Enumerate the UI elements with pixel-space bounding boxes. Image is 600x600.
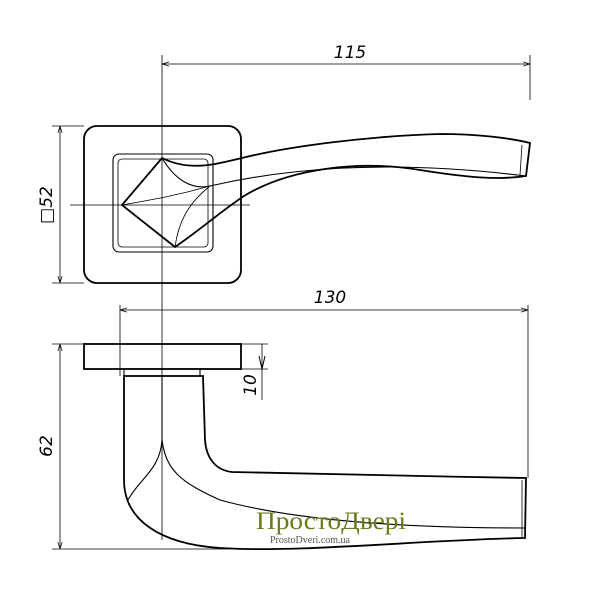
rosette-inner (112, 153, 214, 253)
dim-130-label: 130 (314, 288, 346, 308)
rosette-outer (83, 125, 242, 284)
lever-top-ridge (161, 157, 527, 188)
watermark-url: ProstoDveri.com.ua (270, 535, 351, 546)
rosette-side (83, 343, 242, 370)
lever-top-end (519, 144, 523, 176)
dim-115-label: 115 (334, 43, 366, 63)
dim-10-label: 10 (241, 374, 261, 396)
watermark: ПростоДвері ProstoDveri.com.ua (256, 508, 406, 546)
lever-top-facet-a (121, 185, 211, 206)
lever-top-outline (120, 133, 531, 249)
lever-side-outline (123, 375, 527, 551)
dim-62-label: 62 (37, 435, 57, 457)
top-view: 115 □52 (37, 43, 531, 300)
dim-52-label: □52 (37, 186, 57, 224)
watermark-title: ПростоДвері (256, 508, 406, 535)
lever-top-facet-b (174, 185, 211, 248)
lever-side-inner-b (161, 439, 527, 529)
dim-10-arrow (258, 355, 266, 370)
lever-side-inner-a (127, 376, 163, 501)
side-view: 130 10 62 (37, 288, 529, 551)
